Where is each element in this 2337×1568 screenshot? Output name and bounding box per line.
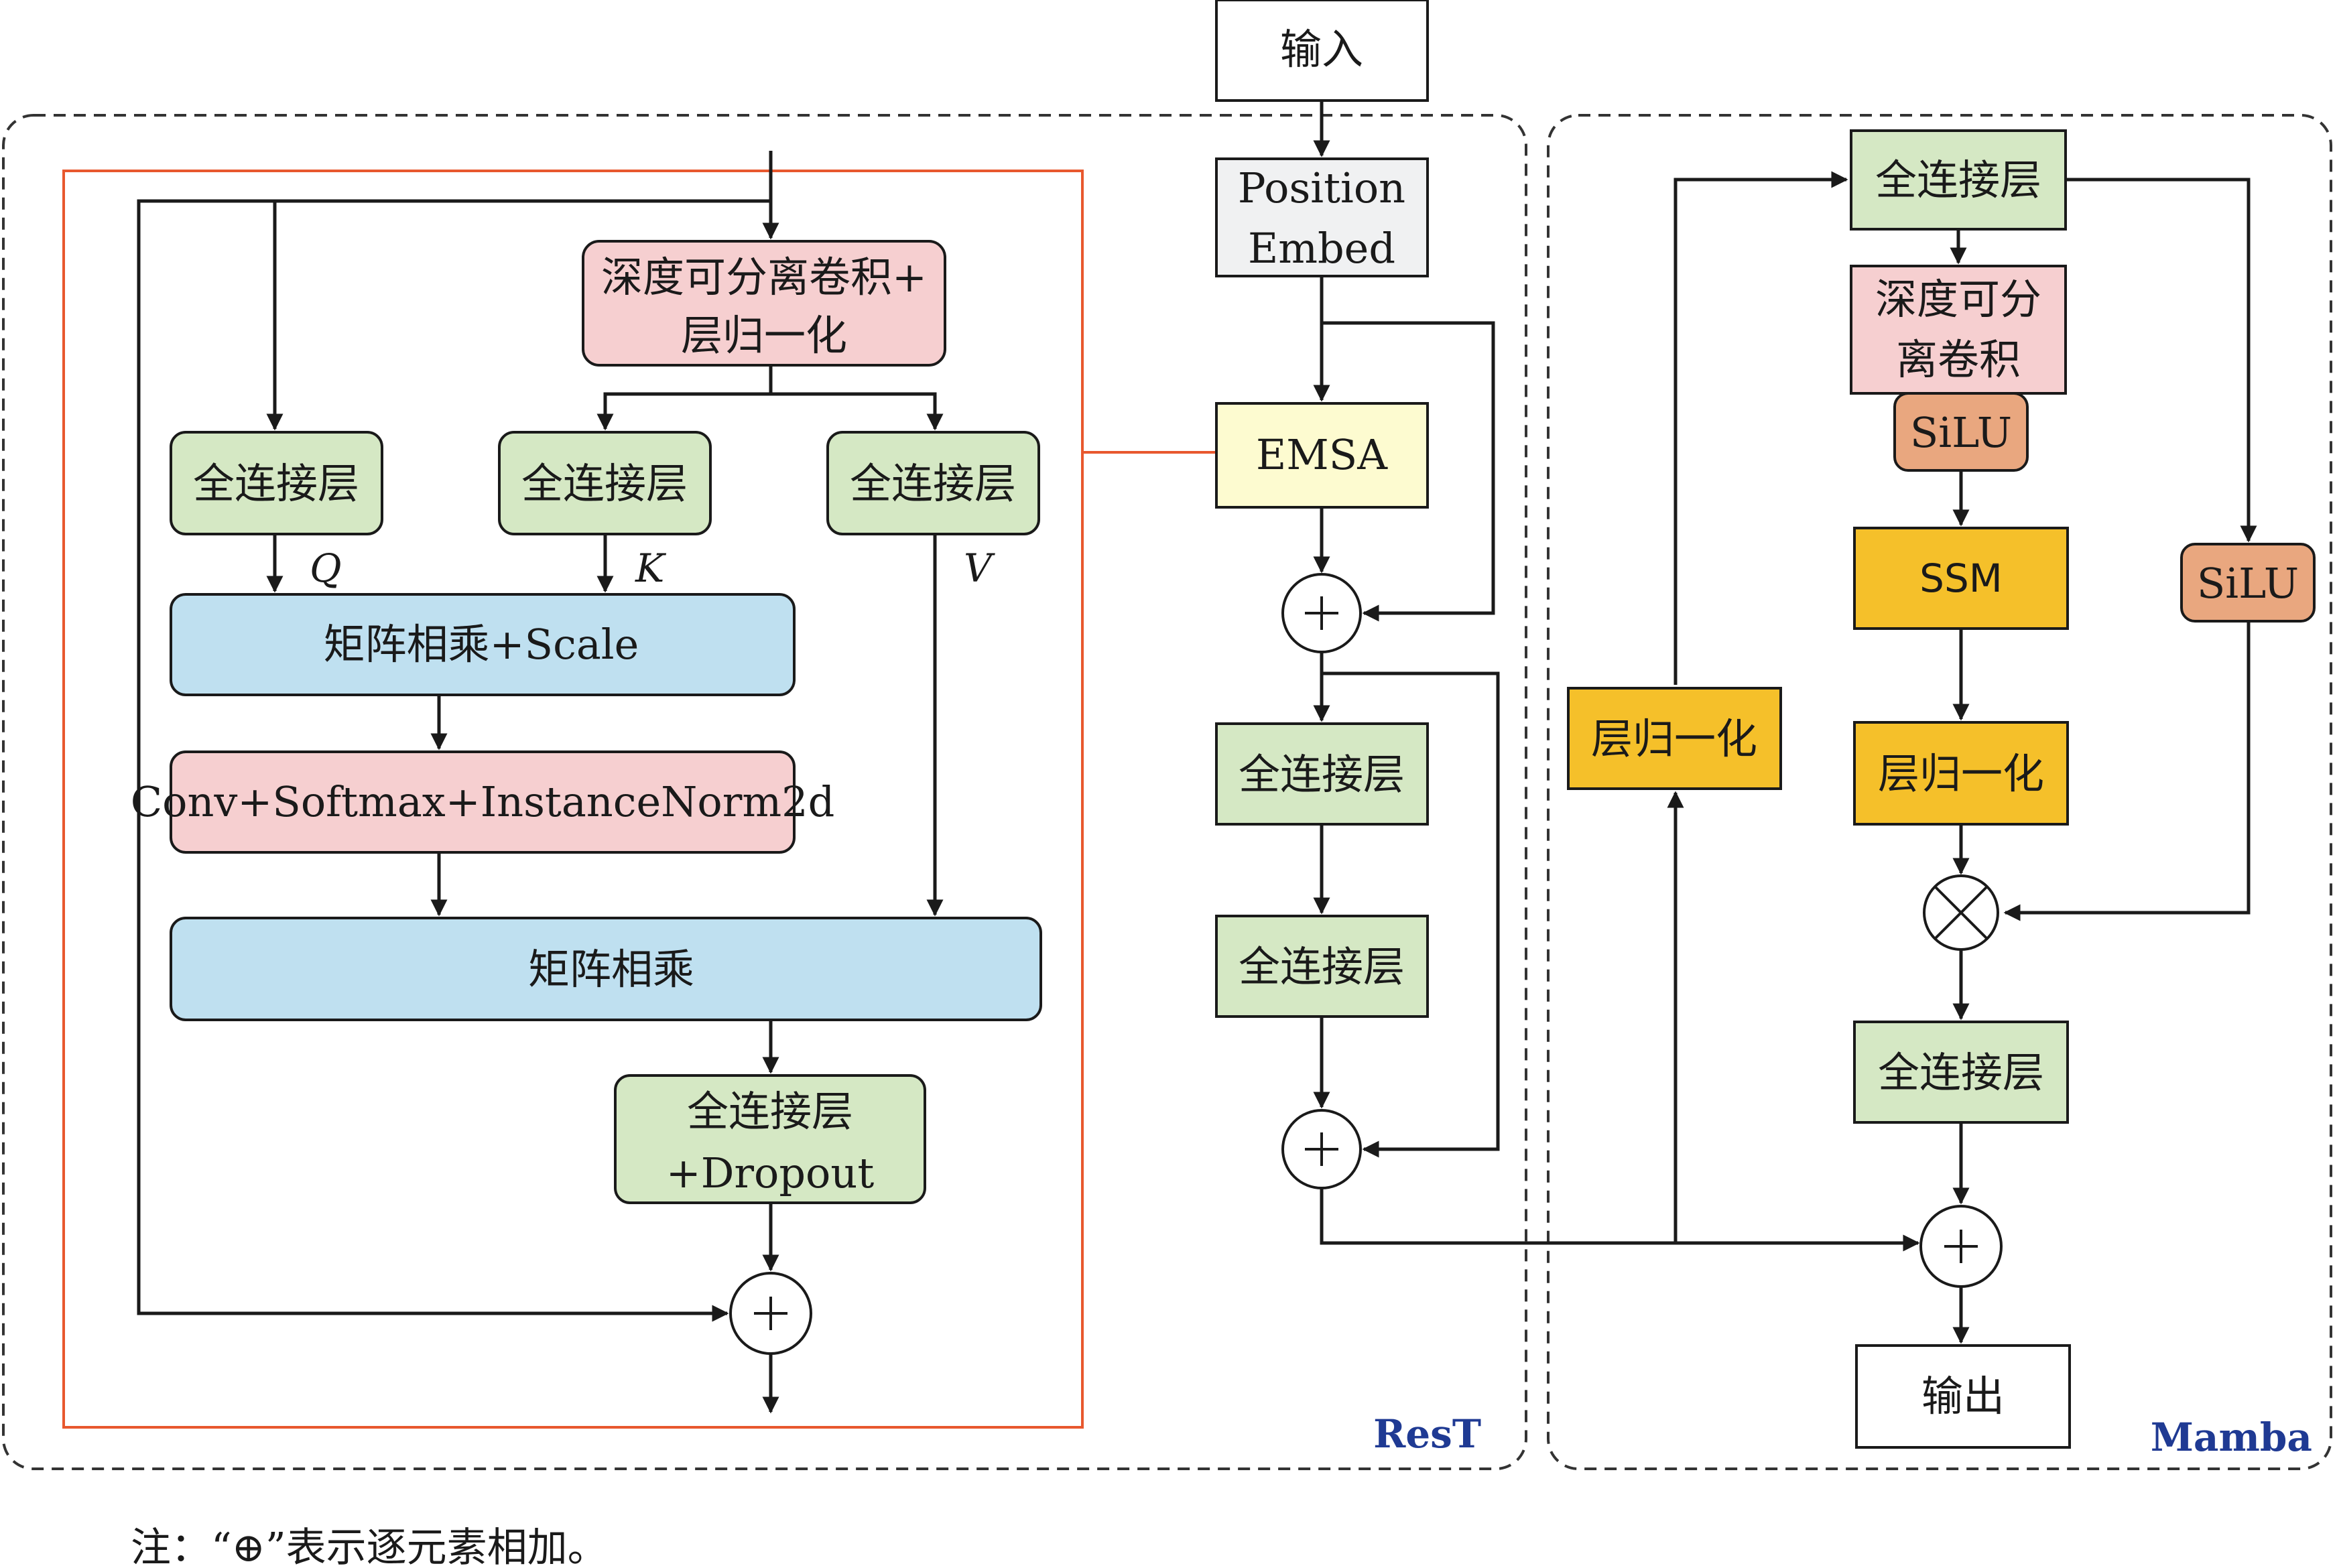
mamba-fc-bottom-box: 全连接层 bbox=[1853, 1021, 2069, 1124]
mamba-dwconv-line1: 深度可分 bbox=[1875, 275, 2041, 324]
emsa-box: EMSA bbox=[1215, 402, 1429, 509]
mamba-add-node bbox=[1919, 1205, 2003, 1288]
emsa-add-node bbox=[729, 1272, 812, 1355]
emsa-fc-v-label: 全连接层 bbox=[850, 459, 1016, 508]
input-label: 输入 bbox=[1280, 25, 1363, 74]
emsa-fc-dropout-line1: 全连接层 bbox=[687, 1087, 853, 1136]
emsa-v-symbol: V bbox=[964, 545, 995, 591]
mamba-silu-left-box: SiLU bbox=[1893, 392, 2029, 472]
emsa-conv-softmax-box: Conv+Softmax+InstanceNorm2d bbox=[131, 750, 835, 854]
mamba-fc-top-box: 全连接层 bbox=[1850, 129, 2067, 231]
mamba-ln-left-label: 层归一化 bbox=[1591, 714, 1757, 763]
emsa-detail-frame bbox=[62, 170, 1084, 1429]
mamba-multiply-node bbox=[1923, 874, 1999, 951]
footnote: 注：“⊕”表示逐元素相加。 bbox=[131, 1524, 608, 1568]
emsa-input-skip bbox=[137, 151, 773, 1322]
emsa-matmul-scale-label: 矩阵相乘+Scale bbox=[324, 620, 639, 669]
add-node-2 bbox=[1281, 1109, 1362, 1189]
mamba-ln-inner-box: 层归一化 bbox=[1853, 721, 2069, 826]
emsa-matmul-label: 矩阵相乘 bbox=[528, 945, 694, 994]
add-node-1 bbox=[1281, 573, 1362, 653]
emsa-dwconv-to-v bbox=[771, 392, 944, 431]
residual-skip-2 bbox=[1322, 671, 1500, 1158]
output-label: 输出 bbox=[1921, 1372, 2005, 1421]
emsa-dwconv-to-kv bbox=[596, 365, 773, 431]
emsa-dwconv-line1: 深度可分离卷积+ bbox=[601, 253, 927, 302]
output-box: 输出 bbox=[1855, 1344, 2071, 1449]
mamba-section-label: Mamba bbox=[2151, 1415, 2312, 1460]
emsa-matmul-scale-box: 矩阵相乘+Scale bbox=[170, 593, 796, 696]
main-fc-1-label: 全连接层 bbox=[1239, 750, 1405, 799]
mamba-section-frame bbox=[1547, 114, 2332, 1470]
emsa-fc-k-label: 全连接层 bbox=[521, 459, 688, 508]
position-embed-line2: Embed bbox=[1248, 224, 1395, 273]
mamba-ln-left-box: 层归一化 bbox=[1567, 687, 1782, 790]
emsa-q-symbol: Q bbox=[310, 545, 342, 591]
emsa-fc-dropout-line2: +Dropout bbox=[666, 1149, 875, 1197]
emsa-k-symbol: K bbox=[635, 545, 667, 591]
emsa-dwconv-box: 深度可分离卷积+ 层归一化 bbox=[582, 240, 946, 367]
mamba-dwconv-box: 深度可分 离卷积 bbox=[1850, 265, 2067, 395]
emsa-fc-q-label: 全连接层 bbox=[193, 459, 359, 508]
mamba-silu-right-label: SiLU bbox=[2197, 559, 2299, 608]
mamba-ln-inner-label: 层归一化 bbox=[1878, 749, 2044, 798]
emsa-fc-q-box: 全连接层 bbox=[170, 431, 383, 535]
residual-skip-1 bbox=[1322, 321, 1495, 622]
main-fc-2-label: 全连接层 bbox=[1239, 942, 1405, 991]
mamba-ssm-box: SSM bbox=[1853, 527, 2069, 630]
position-embed-line1: Position bbox=[1238, 164, 1405, 212]
emsa-label: EMSA bbox=[1256, 430, 1388, 479]
mamba-fc-to-silu-right bbox=[2066, 178, 2257, 543]
rest-section-label: ResT bbox=[1373, 1411, 1481, 1457]
main-fc-box-1: 全连接层 bbox=[1215, 722, 1429, 826]
emsa-dwconv-line2: 层归一化 bbox=[681, 311, 847, 360]
emsa-conv-softmax-label: Conv+Softmax+InstanceNorm2d bbox=[131, 777, 835, 826]
mamba-silu-right-to-mult bbox=[2003, 621, 2251, 921]
rest-to-mamba-line bbox=[1320, 1188, 1920, 1252]
mamba-silu-right-box: SiLU bbox=[2180, 543, 2316, 623]
emsa-fc-dropout-box: 全连接层 +Dropout bbox=[614, 1074, 926, 1204]
rest-section-frame bbox=[2, 114, 1527, 1470]
mamba-fc-bottom-label: 全连接层 bbox=[1878, 1048, 2044, 1097]
input-box: 输入 bbox=[1215, 0, 1429, 102]
mamba-fc-top-label: 全连接层 bbox=[1875, 155, 2041, 204]
main-fc-box-2: 全连接层 bbox=[1215, 915, 1429, 1018]
emsa-matmul-box: 矩阵相乘 bbox=[170, 917, 1042, 1021]
mamba-ln-to-fc-top bbox=[1673, 171, 1848, 685]
mamba-dwconv-line2: 离卷积 bbox=[1896, 335, 2021, 384]
emsa-fc-v-box: 全连接层 bbox=[826, 431, 1040, 535]
mamba-ssm-label: SSM bbox=[1919, 556, 2003, 601]
emsa-fc-k-box: 全连接层 bbox=[498, 431, 712, 535]
position-embed-box: Position Embed bbox=[1215, 157, 1429, 277]
mamba-silu-left-label: SiLU bbox=[1910, 408, 2012, 457]
